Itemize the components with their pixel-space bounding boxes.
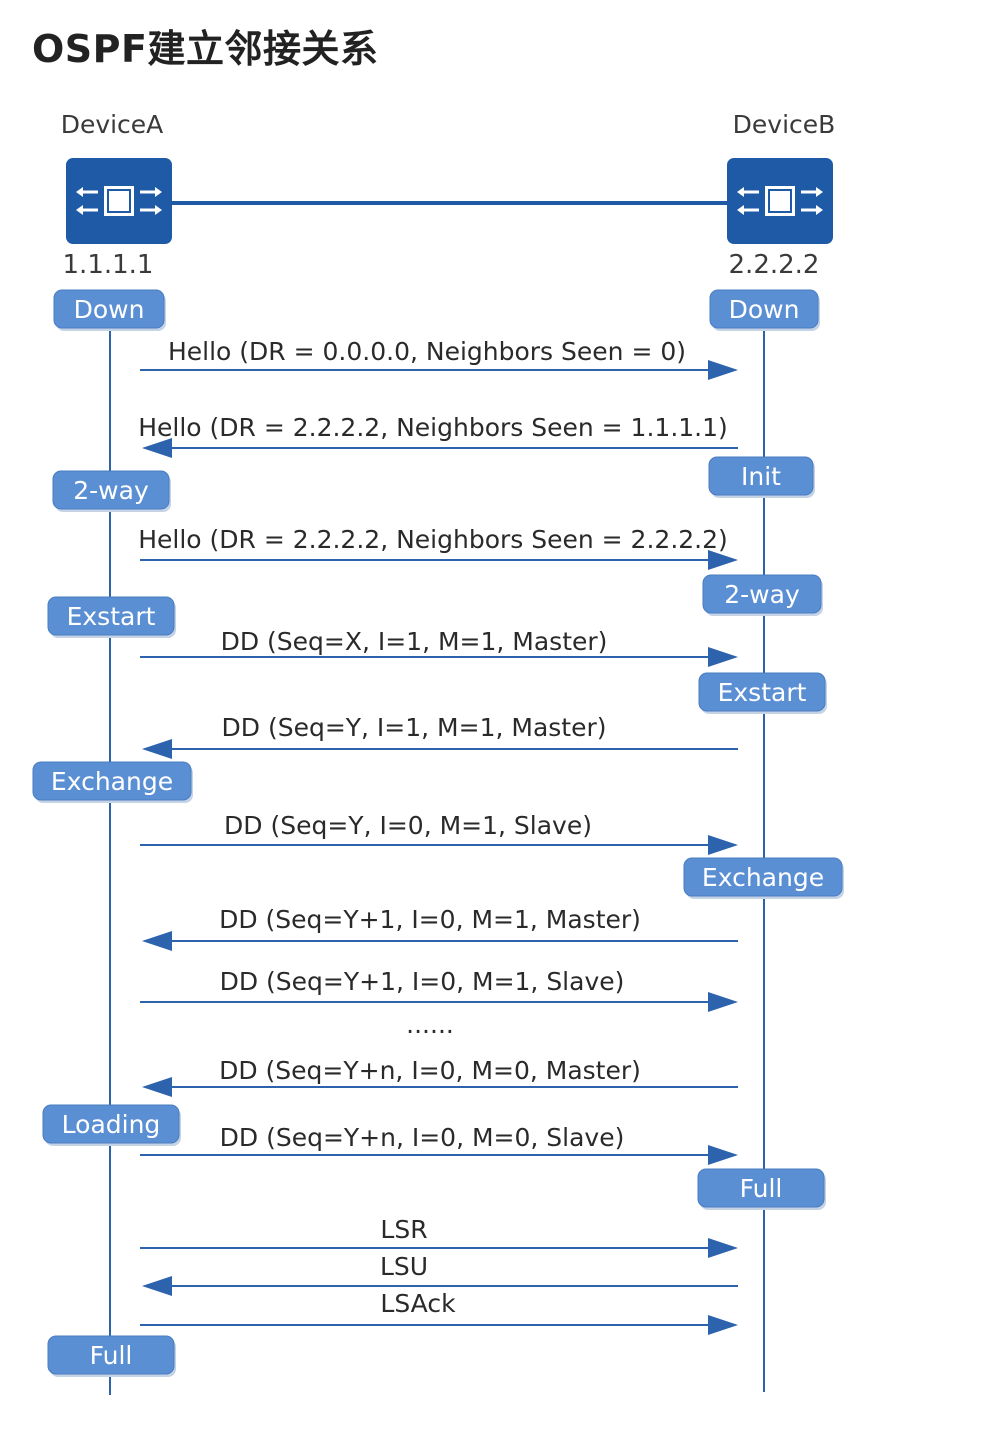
page-title: OSPF建立邻接关系 [32,27,379,71]
arrowhead [142,739,172,759]
message-label: DD (Seq=Y+1, I=0, M=1, Master) [219,905,641,934]
arrowhead [142,931,172,951]
state-label: Exchange [702,863,824,892]
state-badge: Exchange [683,857,844,899]
ellipsis-label: ...... [406,1010,454,1039]
state-label: 2-way [73,476,149,505]
state-box [697,1168,825,1208]
state-box [32,761,192,801]
message-label: LSAck [380,1289,456,1318]
message-arrow: DD (Seq=Y+1, I=0, M=1, Master) [142,905,738,951]
message-label: DD (Seq=Y+1, I=0, M=1, Slave) [220,967,625,996]
message-arrow: DD (Seq=Y+1, I=0, M=1, Slave) [140,967,738,1012]
message-arrow: LSU [142,1252,738,1296]
messages: Hello (DR = 0.0.0.0, Neighbors Seen = 0)… [138,337,738,1335]
state-badge: Down [709,289,820,331]
state-box [52,470,170,510]
state-badge: 2-way [702,574,823,616]
router-icon [727,158,833,244]
state-badge: Exstart [47,596,176,638]
message-arrow: LSR [140,1215,738,1258]
state-label: Init [741,462,781,491]
message-arrow: DD (Seq=X, I=1, M=1, Master) [140,627,738,667]
state-badge: Loading [42,1104,181,1146]
message-label: DD (Seq=Y, I=1, M=1, Master) [222,713,607,742]
state-box [47,596,175,636]
arrowhead [142,438,172,458]
state-badge: Full [47,1335,176,1377]
state-box [47,1335,175,1375]
device-a-ip: 1.1.1.1 [63,250,154,280]
arrowhead [708,1145,738,1165]
device-a-name: DeviceA [61,110,164,139]
state-box [53,289,165,329]
state-box [708,456,814,496]
message-label: LSU [380,1252,428,1281]
state-box [683,857,843,897]
arrowhead [708,550,738,570]
message-label: DD (Seq=Y+n, I=0, M=0, Master) [219,1056,641,1085]
device-b-name: DeviceB [733,110,836,139]
state-label: Down [729,295,800,324]
device-b-ip: 2.2.2.2 [729,250,820,280]
arrowhead [708,992,738,1012]
state-label: Loading [62,1110,161,1139]
state-box [698,672,826,712]
state-label: Exchange [51,767,173,796]
message-label: Hello (DR = 0.0.0.0, Neighbors Seen = 0) [168,337,686,366]
arrowhead [708,835,738,855]
arrowhead [142,1276,172,1296]
message-label: Hello (DR = 2.2.2.2, Neighbors Seen = 1.… [138,413,728,442]
state-box [709,289,819,329]
arrowhead [142,1077,172,1097]
state-badge: Down [53,289,166,331]
message-arrow: DD (Seq=Y+n, I=0, M=0, Master) [142,1056,738,1097]
message-label: LSR [380,1215,427,1244]
message-label: DD (Seq=Y+n, I=0, M=0, Slave) [220,1123,625,1152]
state-badge: Full [697,1168,826,1210]
router-icon [66,158,172,244]
state-label: 2-way [724,580,800,609]
state-box [702,574,822,614]
state-badge: 2-way [52,470,171,512]
state-badge: Exstart [698,672,827,714]
state-label: Exstart [67,602,156,631]
arrowhead [708,647,738,667]
state-label: Down [74,295,145,324]
state-label: Full [90,1341,133,1370]
arrowhead [708,1238,738,1258]
arrowhead [708,1315,738,1335]
message-arrow: DD (Seq=Y, I=0, M=1, Slave) [140,811,738,855]
message-arrow: LSAck [140,1289,738,1335]
message-arrow: Hello (DR = 2.2.2.2, Neighbors Seen = 1.… [138,413,738,458]
message-arrow: DD (Seq=Y+n, I=0, M=0, Slave) [140,1123,738,1165]
state-badge: Exchange [32,761,193,803]
message-label: DD (Seq=X, I=1, M=1, Master) [221,627,608,656]
arrowhead [708,360,738,380]
state-label: Full [740,1174,783,1203]
state-box [42,1104,180,1144]
state-badge: Init [708,456,815,498]
message-arrow: Hello (DR = 2.2.2.2, Neighbors Seen = 2.… [138,525,738,570]
message-arrow: DD (Seq=Y, I=1, M=1, Master) [142,713,738,759]
message-arrow: Hello (DR = 0.0.0.0, Neighbors Seen = 0) [140,337,738,380]
state-label: Exstart [718,678,807,707]
message-label: Hello (DR = 2.2.2.2, Neighbors Seen = 2.… [138,525,728,554]
message-label: DD (Seq=Y, I=0, M=1, Slave) [224,811,592,840]
